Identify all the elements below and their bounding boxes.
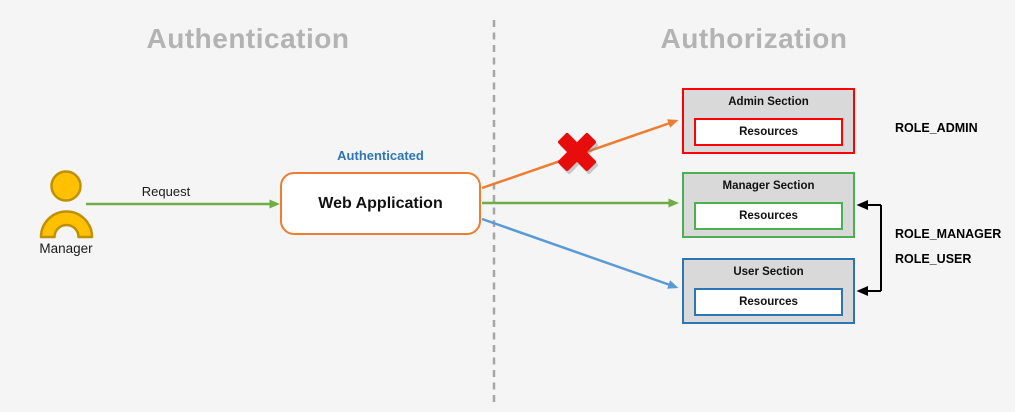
phase-title-authentication: Authentication [146,23,350,54]
person-icon [39,170,94,239]
request-arrow-label: Request [141,184,191,199]
manager-section-title: Manager Section [722,180,815,192]
manager-resources-box: Resources [694,202,843,230]
manager-section-box: Manager Section Resources [682,172,855,238]
cross-mark-icon [558,133,598,174]
role-bracket-arrows [856,200,882,296]
actor-label: Manager [39,241,93,256]
role-label-admin: ROLE_ADMIN [895,121,978,135]
role-label-user: ROLE_USER [895,252,972,266]
user-section-title: User Section [733,266,804,278]
user-section-box: User Section Resources [682,258,855,324]
admin-section-box: Admin Section Resources [682,88,855,154]
authenticated-status-label: Authenticated [337,148,424,163]
role-label-manager: ROLE_MANAGER [895,227,1002,241]
admin-section-title: Admin Section [728,96,809,108]
user-resources-box: Resources [694,288,843,316]
web-application-box: Web Application [280,172,481,235]
arrow-to-user-section [481,217,679,289]
phase-title-authorization: Authorization [660,23,848,54]
admin-resources-box: Resources [694,118,843,146]
